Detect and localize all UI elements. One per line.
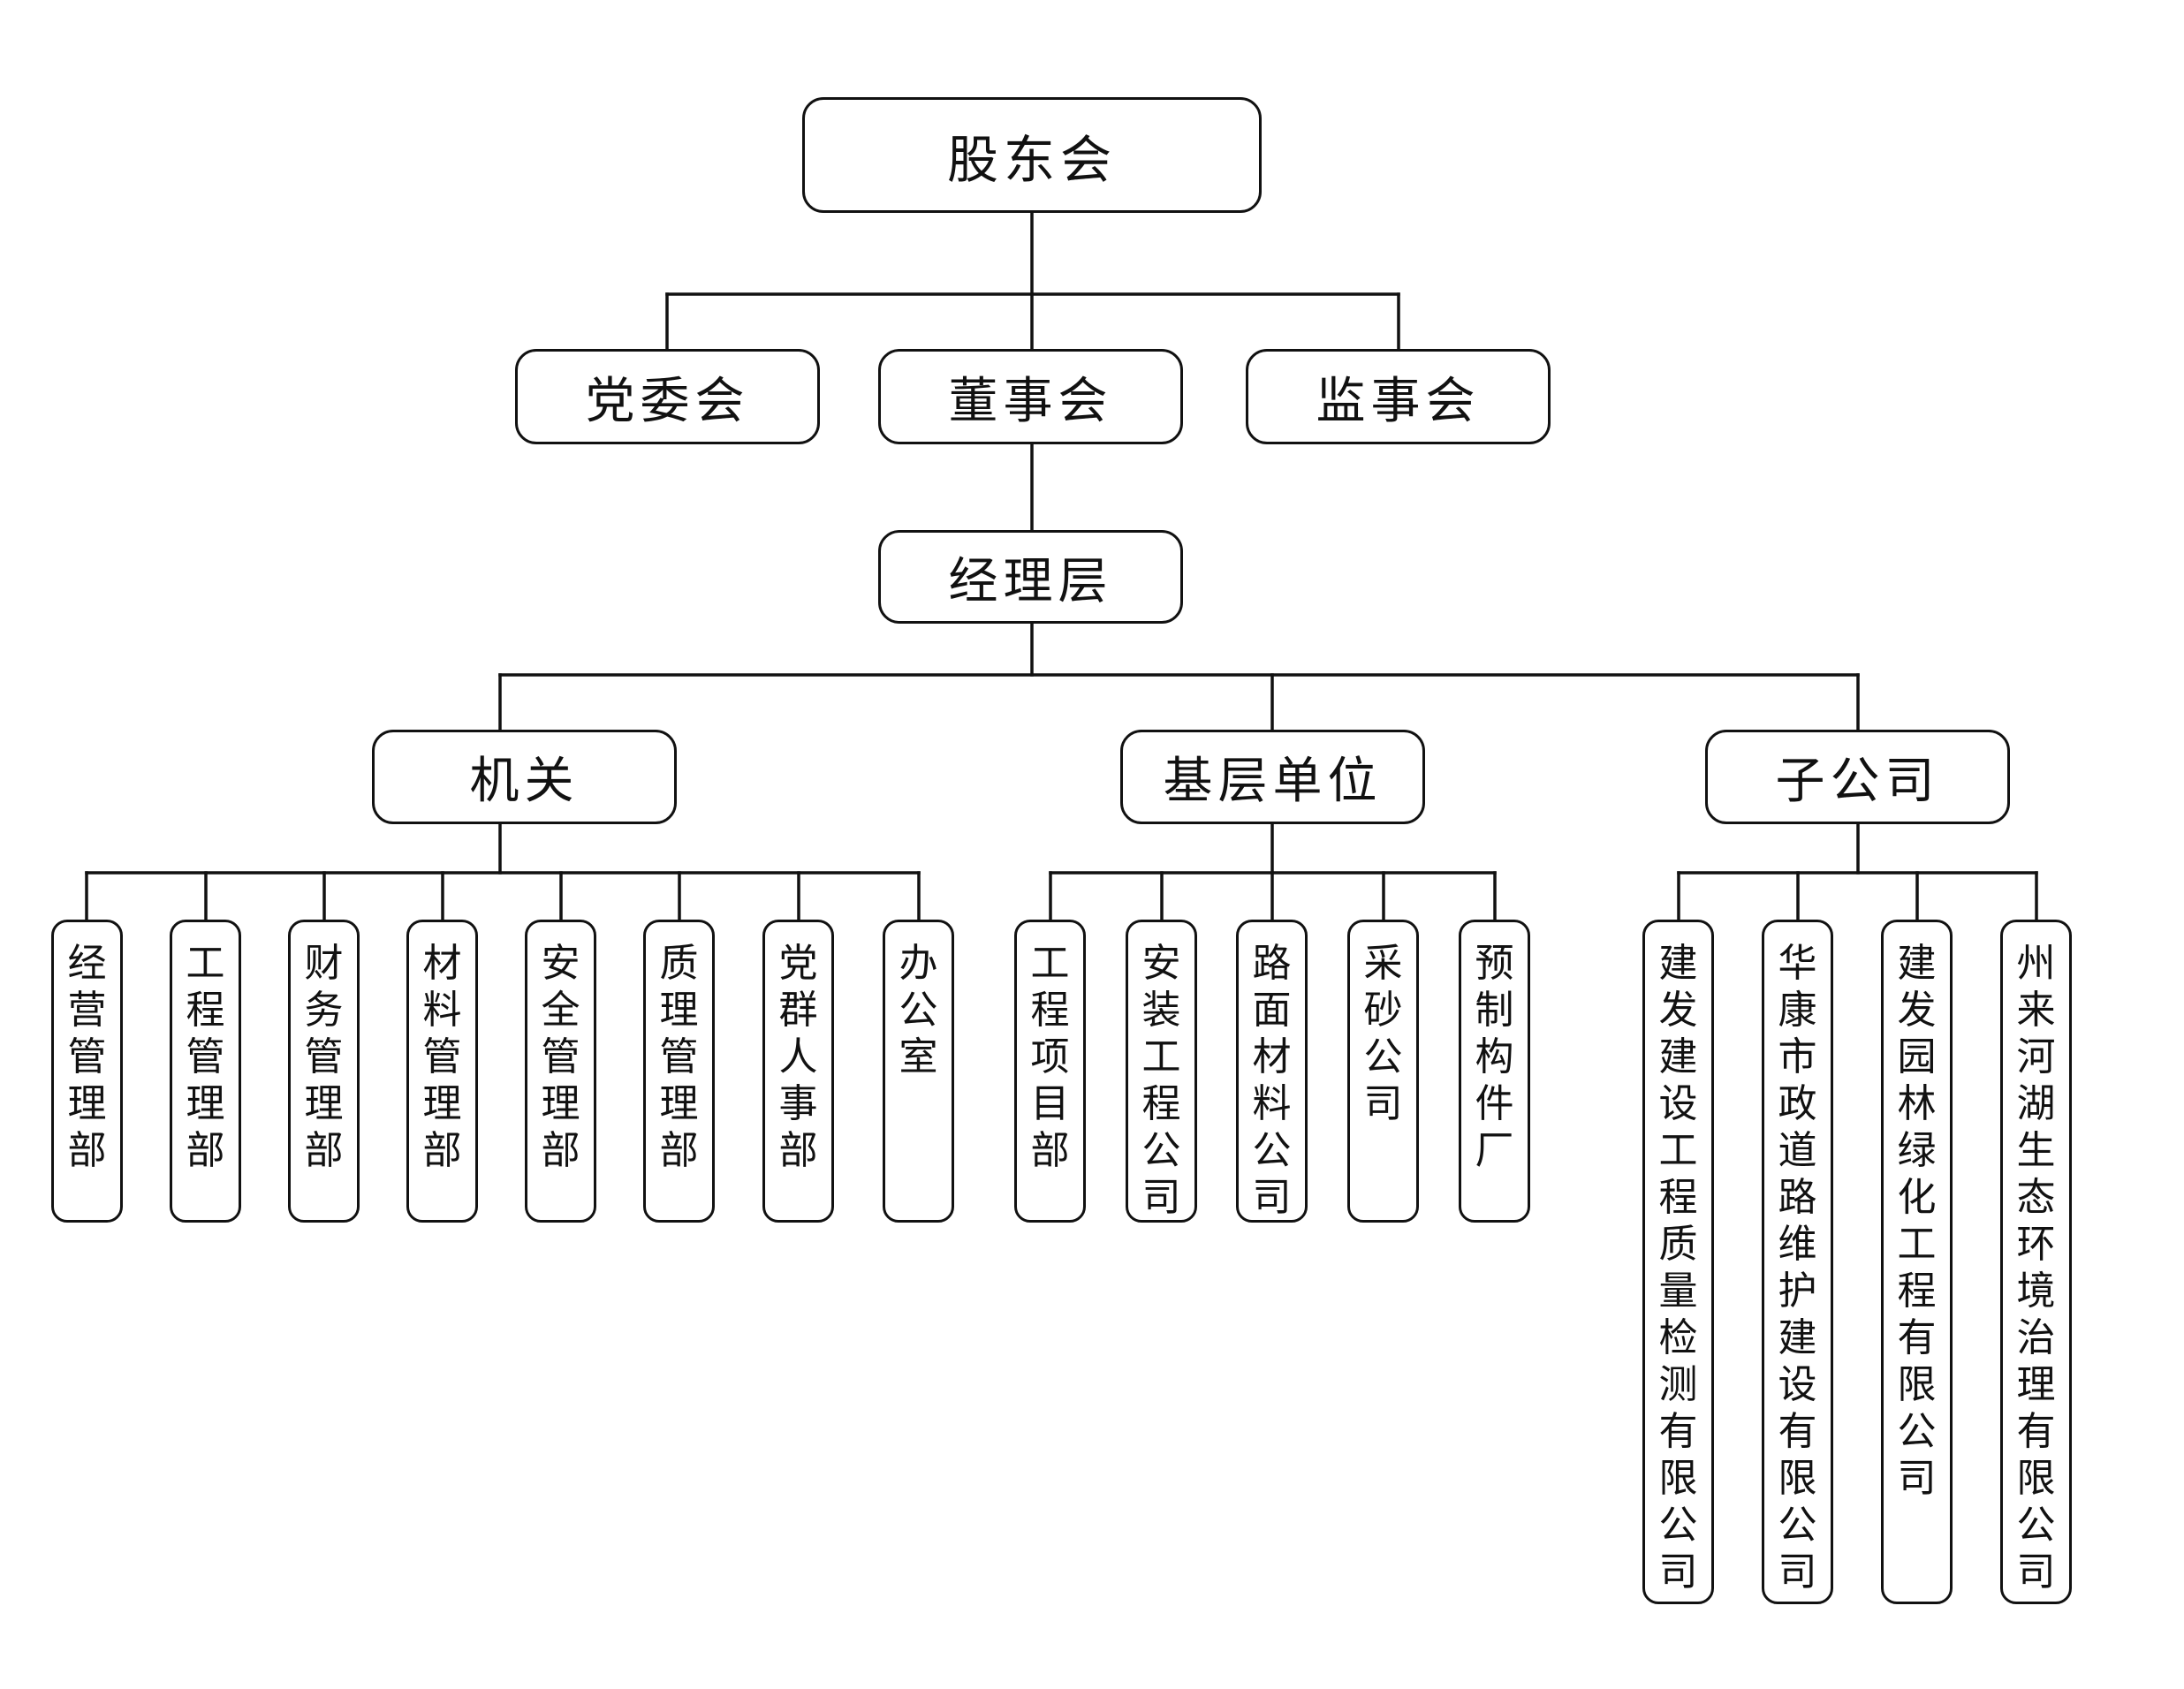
node-grassroots: 基层单位 xyxy=(1120,730,1425,824)
unit-box: 质理管理部 xyxy=(643,920,715,1223)
unit-box: 经营管理部 xyxy=(51,920,123,1223)
unit-label: 华康市政道路维护建设有限公司 xyxy=(1778,941,1817,1594)
unit-box: 建发建设工程质量检测有限公司 xyxy=(1642,920,1714,1604)
unit-label: 工程管理部 xyxy=(186,941,225,1173)
node-label: 子公司 xyxy=(1775,753,1940,810)
unit-box: 路面材料公司 xyxy=(1236,920,1308,1223)
unit-box: 工程管理部 xyxy=(170,920,241,1223)
unit-box: 党群人事部 xyxy=(762,920,834,1223)
unit-label: 路面材料公司 xyxy=(1252,941,1292,1220)
node-subsidiaries: 子公司 xyxy=(1705,730,2010,824)
node-label: 机关 xyxy=(469,753,580,810)
unit-label: 质理管理部 xyxy=(659,941,699,1173)
node-label: 监事会 xyxy=(1316,372,1481,430)
unit-box: 财务管理部 xyxy=(288,920,360,1223)
unit-label: 安装工程公司 xyxy=(1141,941,1181,1220)
unit-label: 安全管理部 xyxy=(541,941,580,1173)
node-label: 经理层 xyxy=(948,552,1113,610)
unit-label: 建发园林绿化工程有限公司 xyxy=(1897,941,1937,1501)
unit-box: 工程项目部 xyxy=(1014,920,1086,1223)
node-party-committee: 党委会 xyxy=(515,349,820,444)
node-shareholders: 股东会 xyxy=(802,97,1262,213)
node-label: 基层单位 xyxy=(1163,753,1383,810)
unit-box: 建发园林绿化工程有限公司 xyxy=(1881,920,1953,1604)
unit-label: 工程项目部 xyxy=(1030,941,1070,1173)
unit-label: 党群人事部 xyxy=(778,941,818,1173)
unit-box: 办公室 xyxy=(883,920,954,1223)
unit-label: 州来河湖生态环境治理有限公司 xyxy=(2016,941,2056,1594)
node-board: 董事会 xyxy=(878,349,1183,444)
unit-box: 州来河湖生态环境治理有限公司 xyxy=(2000,920,2072,1604)
unit-box: 华康市政道路维护建设有限公司 xyxy=(1762,920,1833,1604)
unit-box: 采砂公司 xyxy=(1347,920,1419,1223)
unit-label: 经营管理部 xyxy=(67,941,107,1173)
unit-label: 办公室 xyxy=(899,941,938,1079)
unit-label: 财务管理部 xyxy=(304,941,344,1173)
node-label: 党委会 xyxy=(585,372,750,430)
unit-box: 安装工程公司 xyxy=(1126,920,1197,1223)
unit-box: 材料管理部 xyxy=(406,920,478,1223)
unit-label: 采砂公司 xyxy=(1363,941,1403,1126)
node-management: 经理层 xyxy=(878,530,1183,624)
unit-box: 预制构件厂 xyxy=(1459,920,1530,1223)
unit-box: 安全管理部 xyxy=(525,920,596,1223)
unit-label: 预制构件厂 xyxy=(1475,941,1514,1173)
node-label: 股东会 xyxy=(946,129,1117,190)
unit-label: 建发建设工程质量检测有限公司 xyxy=(1658,941,1698,1594)
node-supervisors: 监事会 xyxy=(1246,349,1551,444)
node-label: 董事会 xyxy=(948,372,1113,430)
node-organs: 机关 xyxy=(372,730,677,824)
unit-label: 材料管理部 xyxy=(422,941,462,1173)
